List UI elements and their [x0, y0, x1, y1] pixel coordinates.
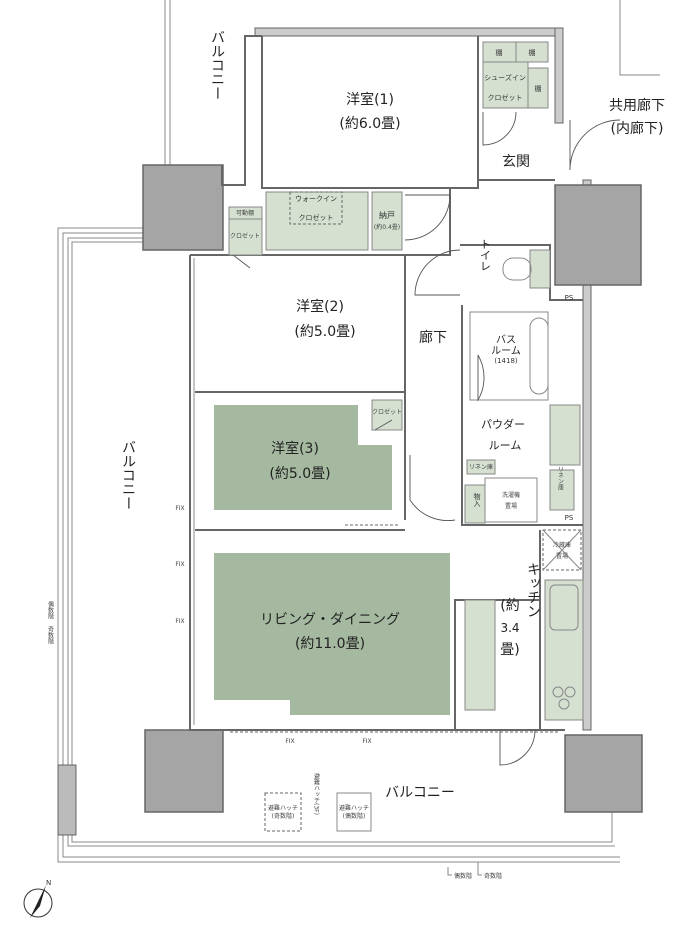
room-living-name: リビング・ダイニング	[260, 612, 400, 628]
room-western3-size: (約5.0畳)	[269, 466, 330, 482]
room-western3-name: 洋室(3)	[271, 440, 319, 457]
bath-label-2: ルーム	[491, 345, 521, 357]
room-living-size: (約11.0畳)	[295, 636, 365, 652]
odd-floor-label-left: 奇数階	[47, 625, 54, 645]
hatch-3f-label: 避難ハッチ(3F)	[313, 772, 320, 815]
kitchen-size-value: 3.4	[500, 621, 519, 635]
shelf-label: 棚	[535, 84, 542, 93]
room-western2-size: (約5.0畳)	[294, 324, 355, 340]
fix-label: FIX	[175, 505, 184, 512]
fix-label: FIX	[285, 738, 294, 745]
bath-label: バス	[496, 334, 516, 346]
closet-3[interactable]	[371, 399, 403, 431]
room-western1-size: (約6.0畳)	[339, 116, 400, 132]
washer-space	[484, 477, 538, 523]
kitchen-size-close: 畳)	[500, 642, 519, 658]
balcony-bottom-label: バルコニー	[385, 785, 455, 801]
even-floor-label: 偶数階	[454, 872, 472, 880]
exterior-wall	[254, 27, 563, 37]
exterior-wall-right	[582, 179, 592, 731]
balcony-top-label: バルコニー	[209, 30, 225, 100]
balcony-left-label: バルコニー	[120, 440, 136, 510]
linen-label-2: リネン庫	[557, 466, 564, 491]
pillar	[144, 729, 224, 813]
closet-1[interactable]	[228, 218, 263, 256]
evacuation-hatch-even	[336, 792, 372, 832]
entrance-label: 玄関	[502, 153, 530, 170]
fridge-label-2: 置場	[556, 552, 568, 560]
kitchen-name: キッチン	[525, 562, 541, 618]
pillar	[142, 164, 224, 251]
room-western2-name: 洋室(2)	[296, 298, 344, 315]
common-corridor-label: 共用廊下	[609, 97, 665, 114]
pillar	[554, 184, 642, 286]
linen-label: リネン庫	[469, 463, 493, 471]
walkin-label: ウォークイン	[295, 195, 337, 203]
ps-label: PS	[565, 514, 574, 522]
bath-size: (1418)	[494, 357, 518, 365]
exterior-wall-entrance	[554, 27, 564, 124]
closet-label: クロゼット	[372, 408, 402, 416]
hatch-odd-label: 避難ハッチ	[268, 804, 298, 812]
fix-label: FIX	[362, 738, 371, 745]
storage-room[interactable]	[371, 191, 403, 251]
washer-label-2: 置場	[505, 502, 517, 510]
walkin-label-2: クロゼット	[299, 213, 334, 222]
washer-label: 洗濯機	[502, 491, 520, 499]
powder-label: パウダー	[481, 417, 525, 431]
balcony-frame	[57, 0, 660, 863]
hallway-label: 廊下	[419, 329, 447, 346]
room-western1-name: 洋室(1)	[346, 91, 394, 108]
shelf-label: 棚	[496, 48, 503, 57]
room-living-floor	[214, 553, 450, 715]
fix-label: FIX	[175, 618, 184, 625]
toilet-label: トイレ	[479, 239, 492, 272]
shoes-closet-label-2: クロゼット	[488, 93, 523, 102]
pillar	[564, 734, 643, 813]
shoes-closet-label: シューズイン	[484, 73, 526, 82]
movable-shelf-label: 可動棚	[236, 209, 254, 217]
fix-label: FIX	[175, 561, 184, 568]
kitchen-size-open: (約	[500, 598, 519, 614]
hatch-odd-label-2: (奇数階)	[272, 812, 295, 820]
room-western3-floor	[214, 405, 392, 510]
compass-label: N	[46, 879, 51, 887]
kitchen-island	[464, 599, 496, 711]
hatch-even-label: 避難ハッチ	[339, 804, 369, 812]
storeroom-label: 物入	[473, 492, 481, 507]
kitchen-counter	[544, 579, 584, 721]
fridge-space	[542, 529, 582, 571]
powder-label-2: ルーム	[489, 439, 522, 452]
closet-label: クロゼット	[230, 232, 260, 240]
ps-label: PS	[565, 294, 574, 302]
shoes-closet[interactable]	[482, 61, 529, 109]
odd-floor-label: 奇数階	[484, 872, 502, 880]
even-floor-label-left: 偶数階	[47, 600, 54, 620]
hatch-even-label-2: (偶数階)	[343, 812, 366, 820]
shelf-label: 棚	[529, 48, 536, 57]
compass-icon: N	[23, 879, 53, 918]
storage-label: 納戸	[379, 210, 395, 220]
common-corridor-sub: (内廊下)	[611, 120, 664, 137]
storage-size: (約0.4畳)	[374, 223, 400, 231]
evacuation-hatch-odd	[264, 792, 302, 832]
walkin-closet[interactable]	[265, 191, 369, 251]
fridge-label: 冷蔵庫	[553, 541, 571, 549]
